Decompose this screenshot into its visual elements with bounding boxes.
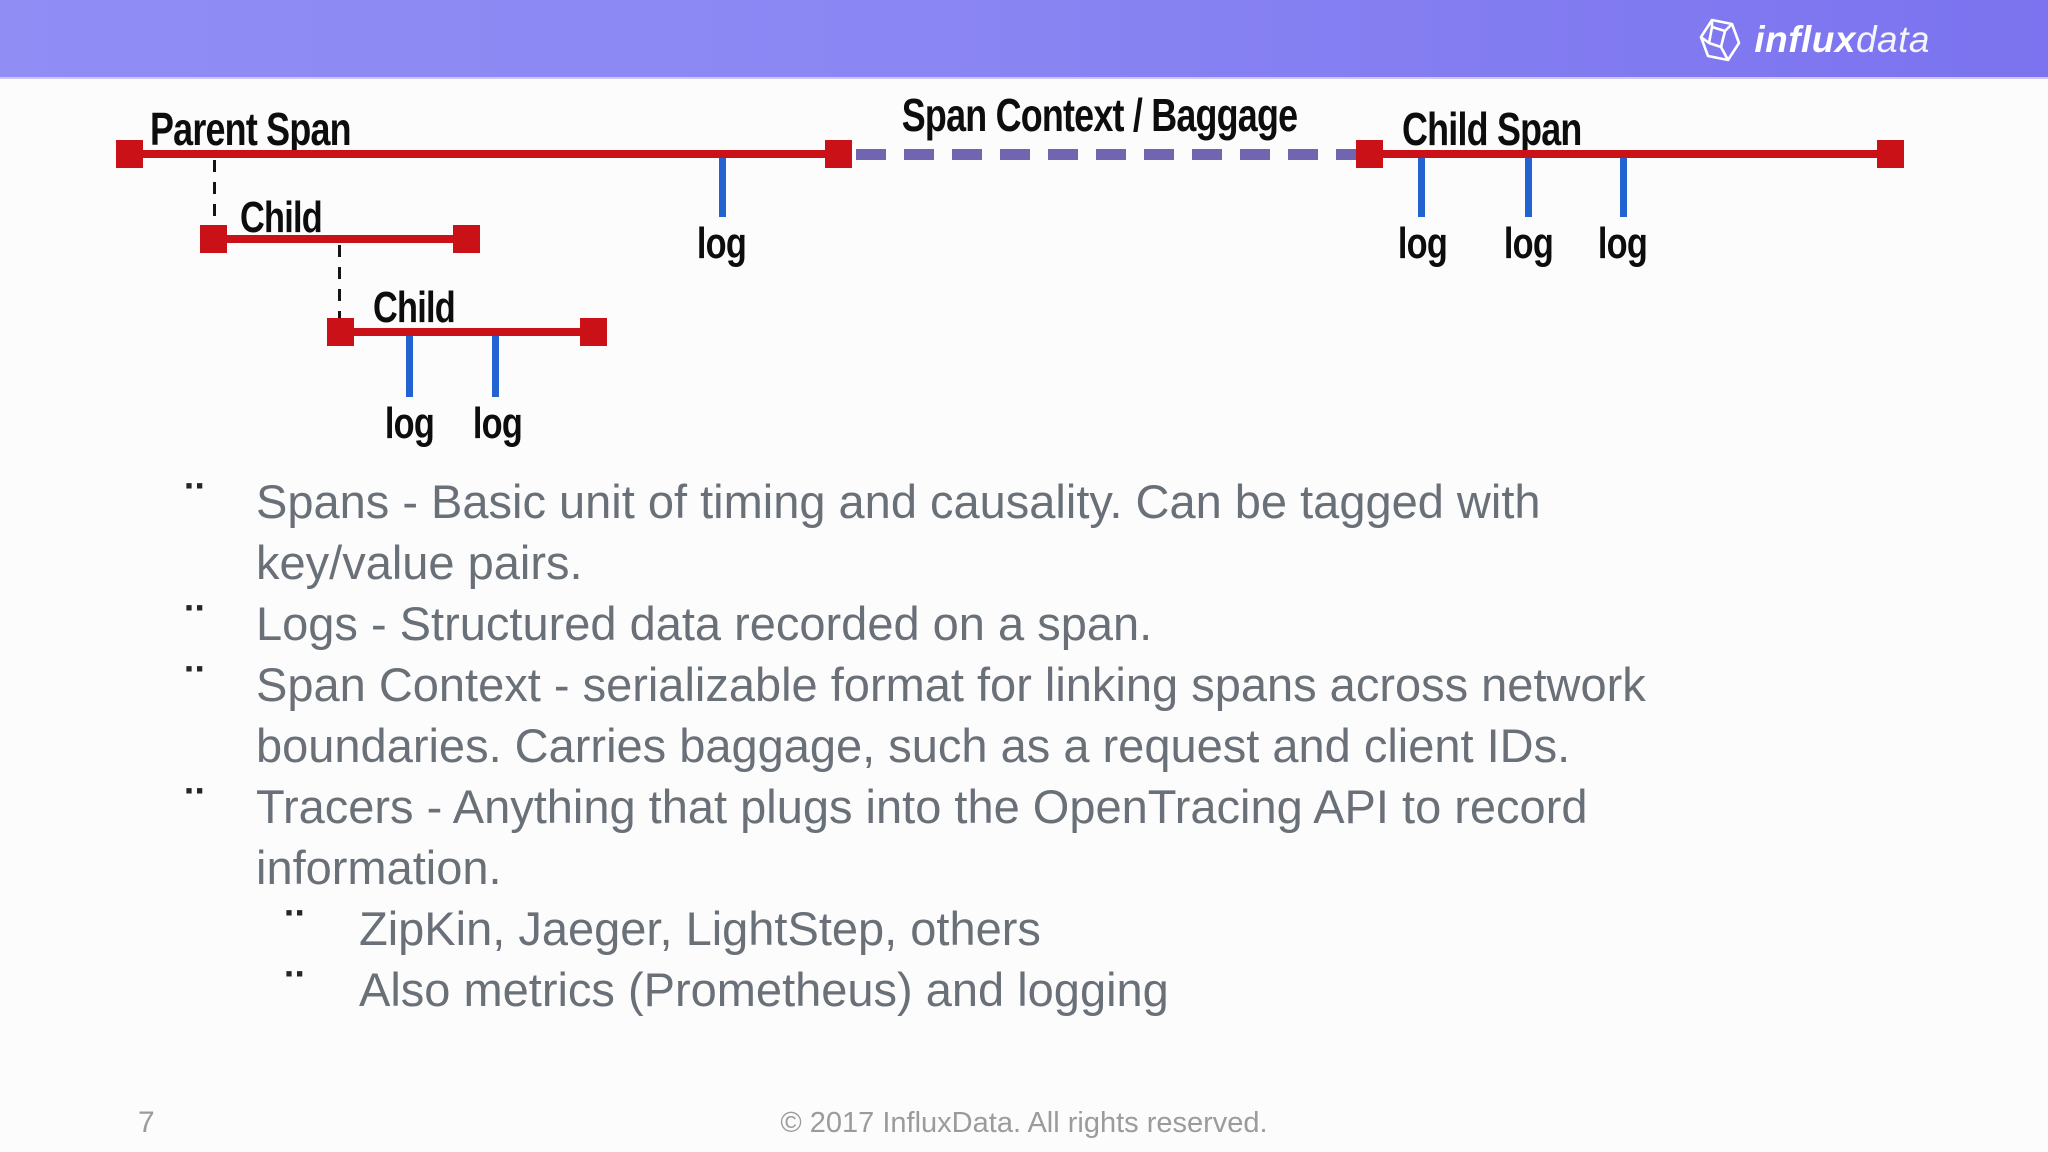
influxdata-logo: influxdata <box>1698 17 1930 63</box>
bullet-list: ¨ Spans - Basic unit of timing and causa… <box>0 471 2048 1020</box>
child-span-bar <box>1370 150 1890 158</box>
bullet-marker: ¨ <box>186 473 203 529</box>
wordmark-data: data <box>1855 19 1930 60</box>
bullet-marker: ¨ <box>186 778 203 834</box>
parent-span-start-marker <box>116 140 143 168</box>
list-item: ¨ Tracers - Anything that plugs into the… <box>0 776 2048 898</box>
child1-span-start-marker <box>200 225 227 253</box>
child1-span-end-marker <box>453 225 480 253</box>
child2-log-label-1: log <box>384 399 434 448</box>
bullet-marker: ¨ <box>286 961 303 1017</box>
bullet-text-span-context: Span Context - serializable format for l… <box>256 658 1646 772</box>
list-item: ¨ Also metrics (Prometheus) and logging <box>0 959 2048 1020</box>
child2-span-bar <box>340 328 594 336</box>
bullet-marker: ¨ <box>286 900 303 956</box>
child2-log-tick-2 <box>492 336 499 397</box>
child-span-log-label-1: log <box>1397 219 1447 268</box>
child-span-log-tick-3 <box>1620 158 1627 217</box>
influxdata-hexagon-icon <box>1700 18 1741 62</box>
child-span-start-marker <box>1356 140 1383 168</box>
parent-span-label: Parent Span <box>150 103 352 155</box>
bullet-text-logs: Logs - Structured data recorded on a spa… <box>256 597 1153 650</box>
bullet-marker: ¨ <box>186 595 203 651</box>
bullet-text-metrics: Also metrics (Prometheus) and logging <box>359 963 1169 1016</box>
list-item: ¨ Spans - Basic unit of timing and causa… <box>0 471 2048 593</box>
parent-span-bar <box>130 150 838 158</box>
parent-span-end-marker <box>825 140 852 168</box>
bullet-marker: ¨ <box>186 656 203 712</box>
bullet-text-zipkin: ZipKin, Jaeger, LightStep, others <box>359 902 1041 955</box>
copyright-text: © 2017 InfluxData. All rights reserved. <box>780 1107 1268 1139</box>
span-tracing-diagram: Parent Span log Child Child log log Span… <box>0 77 2048 467</box>
list-item: ¨ Span Context - serializable format for… <box>0 654 2048 776</box>
wordmark-influx: influx <box>1754 19 1856 60</box>
bullet-text-spans: Spans - Basic unit of timing and causali… <box>256 475 1541 589</box>
child-span-log-label-2: log <box>1503 219 1553 268</box>
influxdata-wordmark: influxdata <box>1754 19 1930 61</box>
child1-span-bar <box>213 235 467 243</box>
parent-child1-relation-line <box>213 160 216 227</box>
child-span-label: Child Span <box>1402 103 1582 155</box>
child2-log-tick-1 <box>406 336 413 397</box>
child-span-end-marker <box>1877 140 1904 168</box>
child-span-log-tick-1 <box>1418 158 1425 217</box>
parent-log-label: log <box>696 219 746 268</box>
child-span-log-label-3: log <box>1597 219 1647 268</box>
span-context-dashed-line <box>856 149 1356 160</box>
child2-log-label-2: log <box>472 399 522 448</box>
child2-span-start-marker <box>327 318 354 346</box>
child-span-log-tick-2 <box>1525 158 1532 217</box>
page-number: 7 <box>138 1106 155 1139</box>
header-bar: influxdata <box>0 0 2048 79</box>
child2-span-end-marker <box>580 318 607 346</box>
bullet-text-tracers: Tracers - Anything that plugs into the O… <box>256 780 1588 894</box>
list-item: ¨ Logs - Structured data recorded on a s… <box>0 593 2048 654</box>
child1-span-label: Child <box>240 193 323 242</box>
child1-child2-relation-line <box>338 245 341 320</box>
list-item: ¨ ZipKin, Jaeger, LightStep, others <box>0 898 2048 959</box>
child2-span-label: Child <box>373 283 456 332</box>
parent-log-tick <box>719 158 726 217</box>
span-context-label: Span Context / Baggage <box>901 89 1298 141</box>
